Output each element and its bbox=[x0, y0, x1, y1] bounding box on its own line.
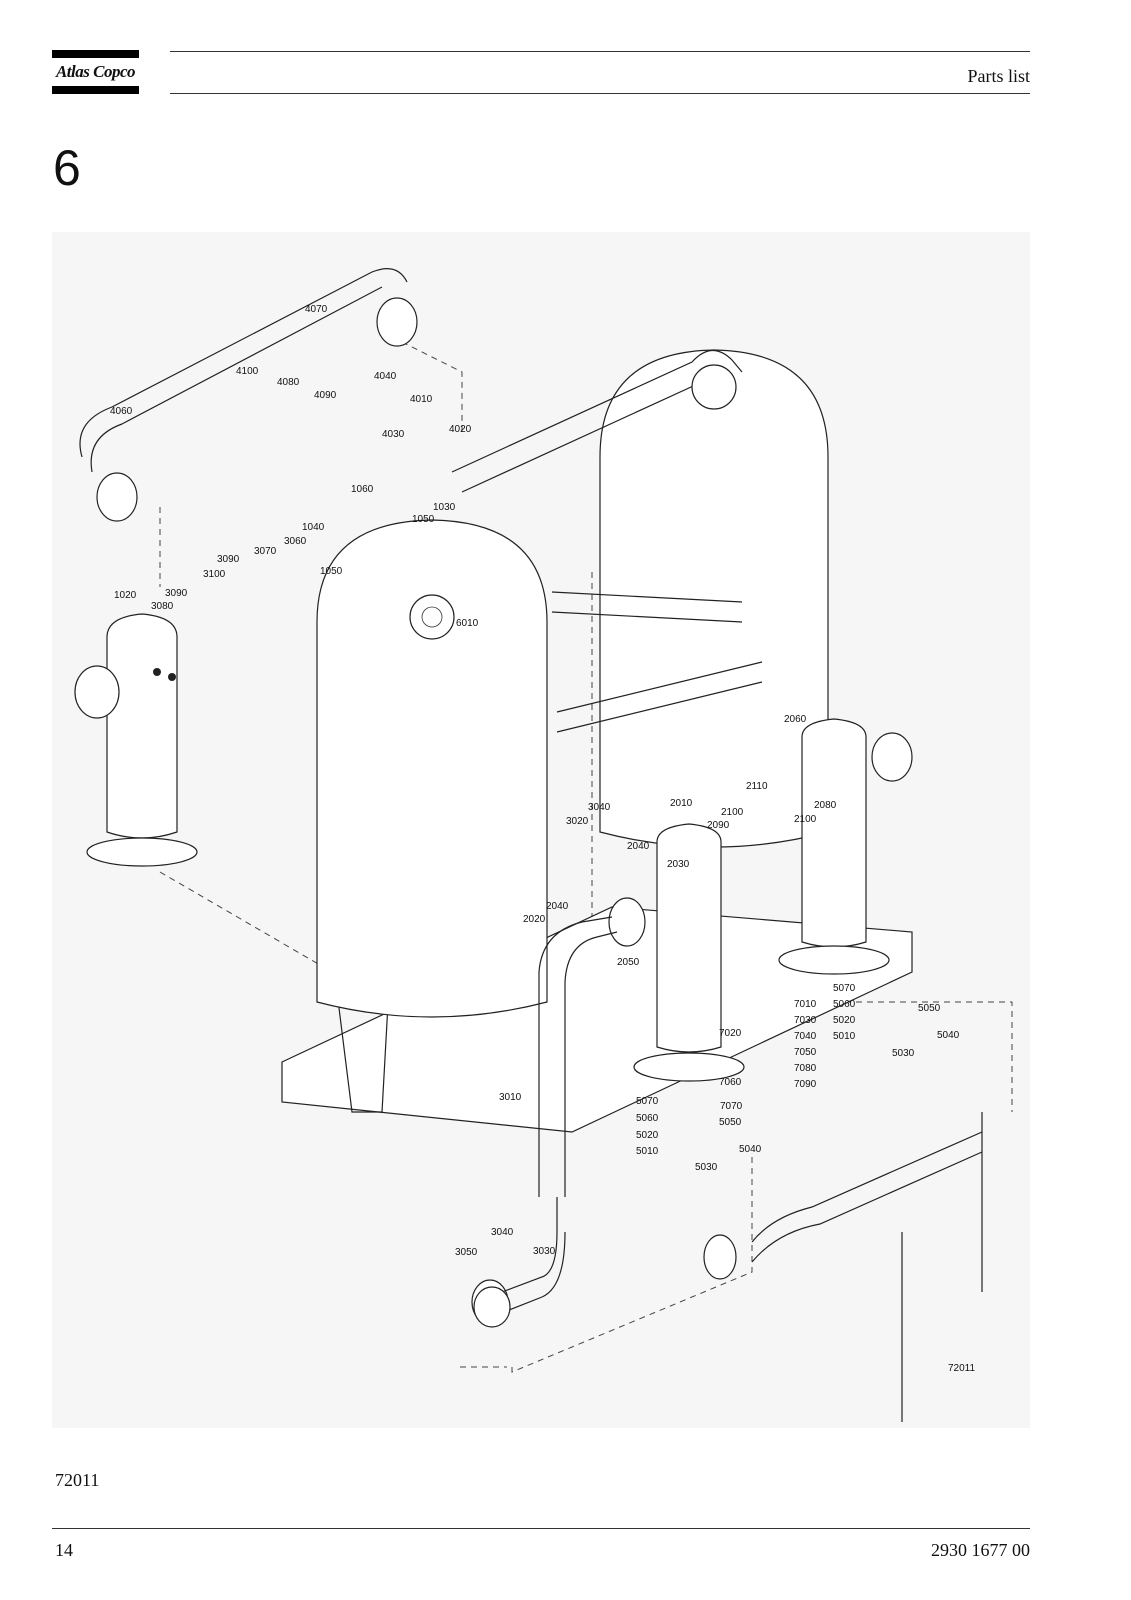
document-number: 2930 1677 00 bbox=[931, 1540, 1030, 1560]
callout-label: 5010 bbox=[833, 1031, 856, 1042]
callout-label: 1060 bbox=[351, 484, 374, 495]
callout-label: 7040 bbox=[794, 1031, 817, 1042]
callout-label: 7080 bbox=[794, 1063, 817, 1074]
callout-label: 7020 bbox=[719, 1028, 742, 1039]
figure-caption: 72011 bbox=[55, 1470, 100, 1490]
logo-wordmark: Atlas Copco bbox=[55, 62, 136, 81]
callout-label: 3040 bbox=[491, 1227, 514, 1238]
callout-label: 2090 bbox=[707, 820, 730, 831]
logo-bar-top bbox=[52, 50, 139, 58]
callout-label: 7090 bbox=[794, 1079, 817, 1090]
callout-label: 2010 bbox=[670, 798, 693, 809]
callout-label: 3090 bbox=[165, 588, 188, 599]
callout-label: 5030 bbox=[695, 1162, 718, 1173]
callout-label: 6010 bbox=[456, 618, 479, 629]
callout-label: 5070 bbox=[833, 983, 856, 994]
callout-label: 3070 bbox=[254, 546, 277, 557]
callout-label: 3090 bbox=[217, 554, 240, 565]
callout-label: 4040 bbox=[374, 371, 397, 382]
callout-label: 1020 bbox=[114, 590, 137, 601]
callout-label: 2100 bbox=[721, 807, 744, 818]
callout-label: 4030 bbox=[382, 429, 405, 440]
callout-label: 5020 bbox=[833, 1015, 856, 1026]
figure-reference: 72011 bbox=[948, 1363, 976, 1374]
callout-label: 3060 bbox=[284, 536, 307, 547]
callout-label: 3040 bbox=[588, 802, 611, 813]
callout-label: 4080 bbox=[277, 377, 300, 388]
callout-label: 1030 bbox=[433, 502, 456, 513]
callout-label: 7010 bbox=[794, 999, 817, 1010]
callout-label: 4060 bbox=[110, 406, 133, 417]
callout-label: 7050 bbox=[794, 1047, 817, 1058]
exploded-view-drawing: 4070 4100 4080 4090 4040 4010 4060 4030 … bbox=[52, 232, 1030, 1428]
footer-rule bbox=[52, 1528, 1030, 1529]
callout-label: 4090 bbox=[314, 390, 337, 401]
callout-labels: 4070 4100 4080 4090 4040 4010 4060 4030 … bbox=[110, 304, 960, 1258]
callout-label: 3080 bbox=[151, 601, 174, 612]
callout-label: 3050 bbox=[455, 1247, 478, 1258]
callout-label: 5040 bbox=[937, 1030, 960, 1041]
header-rule-bottom bbox=[170, 93, 1030, 94]
chapter-number: 6 bbox=[53, 140, 81, 196]
callout-label: 7060 bbox=[719, 1077, 742, 1088]
callout-label: 2080 bbox=[814, 800, 837, 811]
callout-label: 5050 bbox=[918, 1003, 941, 1014]
callout-label: 2100 bbox=[794, 814, 817, 825]
callout-label: 3010 bbox=[499, 1092, 522, 1103]
callout-label: 2040 bbox=[546, 901, 569, 912]
callout-label: 5060 bbox=[636, 1113, 659, 1124]
drawing-svg: 4070 4100 4080 4090 4040 4010 4060 4030 … bbox=[74, 268, 1013, 1422]
callout-label: 5030 bbox=[892, 1048, 915, 1059]
callout-label: 2040 bbox=[627, 841, 650, 852]
callout-label: 3100 bbox=[203, 569, 226, 580]
callout-label: 5020 bbox=[636, 1130, 659, 1141]
callout-label: 7030 bbox=[794, 1015, 817, 1026]
callout-label: 2020 bbox=[523, 914, 546, 925]
atlas-copco-logo: Atlas Copco bbox=[52, 50, 139, 94]
drawing-linework bbox=[74, 268, 1013, 1422]
callout-label: 5060 bbox=[833, 999, 856, 1010]
page-number: 14 bbox=[55, 1540, 73, 1560]
callout-label: 7070 bbox=[720, 1101, 743, 1112]
callout-label: 2030 bbox=[667, 859, 690, 870]
callout-label: 3030 bbox=[533, 1246, 556, 1257]
callout-label: 4020 bbox=[449, 424, 472, 435]
callout-label: 1050 bbox=[320, 566, 343, 577]
callout-label: 1040 bbox=[302, 522, 325, 533]
callout-label: 2050 bbox=[617, 957, 640, 968]
section-title: Parts list bbox=[967, 66, 1030, 86]
callout-label: 4070 bbox=[305, 304, 328, 315]
callout-label: 2060 bbox=[784, 714, 807, 725]
callout-label: 4100 bbox=[236, 366, 259, 377]
header-rule-top bbox=[170, 51, 1030, 52]
callout-label: 5010 bbox=[636, 1146, 659, 1157]
callout-label: 1050 bbox=[412, 514, 435, 525]
logo-bar-bottom bbox=[52, 86, 139, 94]
callout-label: 4010 bbox=[410, 394, 433, 405]
callout-label: 3020 bbox=[566, 816, 589, 827]
callout-label: 5050 bbox=[719, 1117, 742, 1128]
callout-label: 2110 bbox=[746, 781, 768, 792]
callout-label: 5040 bbox=[739, 1144, 762, 1155]
callout-label: 5070 bbox=[636, 1096, 659, 1107]
